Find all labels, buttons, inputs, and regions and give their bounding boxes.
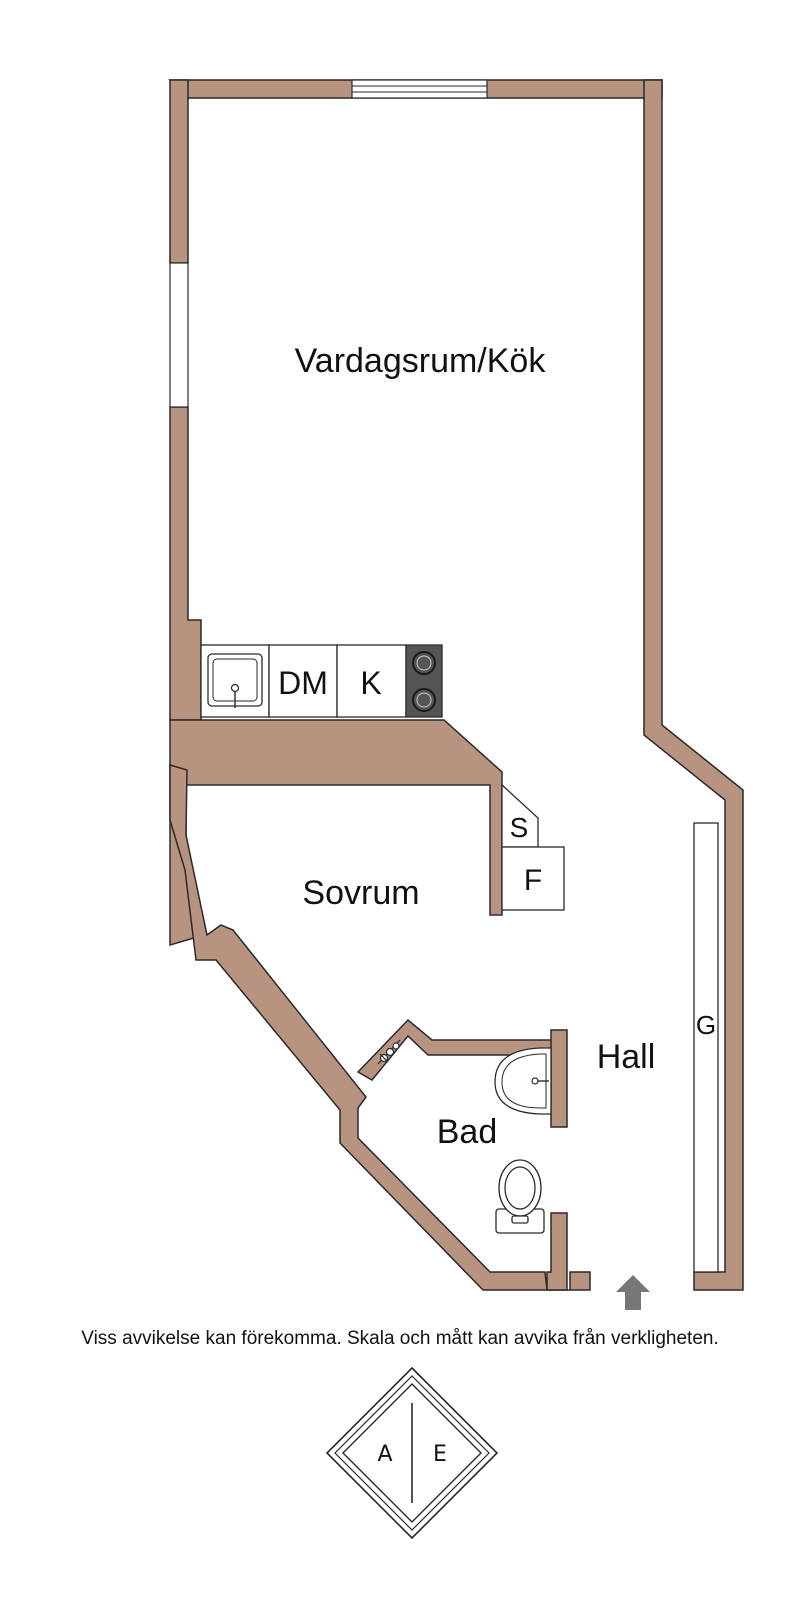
wardrobe-g bbox=[693, 822, 719, 1273]
room-label-hall: Hall bbox=[597, 1038, 656, 1076]
wardrobe-f-label: F bbox=[524, 864, 542, 897]
entrance-arrow-icon bbox=[616, 1275, 650, 1310]
wall-left-diagonal bbox=[169, 763, 591, 1291]
window-top bbox=[351, 79, 488, 99]
wardrobe-g-label: G bbox=[696, 1010, 716, 1040]
wardrobes-bedroom: S F bbox=[501, 783, 565, 911]
windows bbox=[169, 79, 488, 408]
wall-left-middle bbox=[169, 406, 202, 721]
fridge-label: K bbox=[360, 665, 381, 701]
compass-logo: A E bbox=[325, 1366, 499, 1540]
wall-kitchen-divider bbox=[169, 719, 503, 947]
wall-left-upper bbox=[169, 79, 189, 264]
wardrobe-hall: G bbox=[693, 822, 719, 1273]
disclaimer-text: Viss avvikelse kan förekomma. Skala och … bbox=[81, 1328, 719, 1349]
shower-icon bbox=[377, 1039, 401, 1065]
room-labels: Vardagsrum/Kök Sovrum Hall Bad bbox=[295, 342, 656, 1151]
walls bbox=[168, 79, 744, 1291]
window-left bbox=[169, 262, 189, 408]
room-label-living-kitchen: Vardagsrum/Kök bbox=[295, 342, 547, 380]
dishwasher bbox=[268, 644, 338, 718]
kitchen-counter: DM K bbox=[200, 644, 443, 718]
wall-bathroom-right-lower bbox=[546, 1212, 568, 1291]
room-label-bedroom: Sovrum bbox=[302, 874, 419, 912]
wall-right-upper bbox=[643, 79, 744, 1291]
wardrobe-s-label: S bbox=[510, 812, 529, 843]
dishwasher-label: DM bbox=[278, 665, 328, 701]
toilet-icon bbox=[495, 1159, 545, 1234]
room-label-bathroom: Bad bbox=[437, 1113, 498, 1151]
washbasin-icon bbox=[494, 1047, 552, 1115]
compass-letter-left: A bbox=[377, 1442, 392, 1467]
wardrobe-f bbox=[501, 846, 565, 911]
compass-letter-right: E bbox=[433, 1442, 447, 1467]
wall-bathroom-right-upper bbox=[550, 1029, 568, 1128]
bathroom-fixtures bbox=[377, 1039, 552, 1234]
